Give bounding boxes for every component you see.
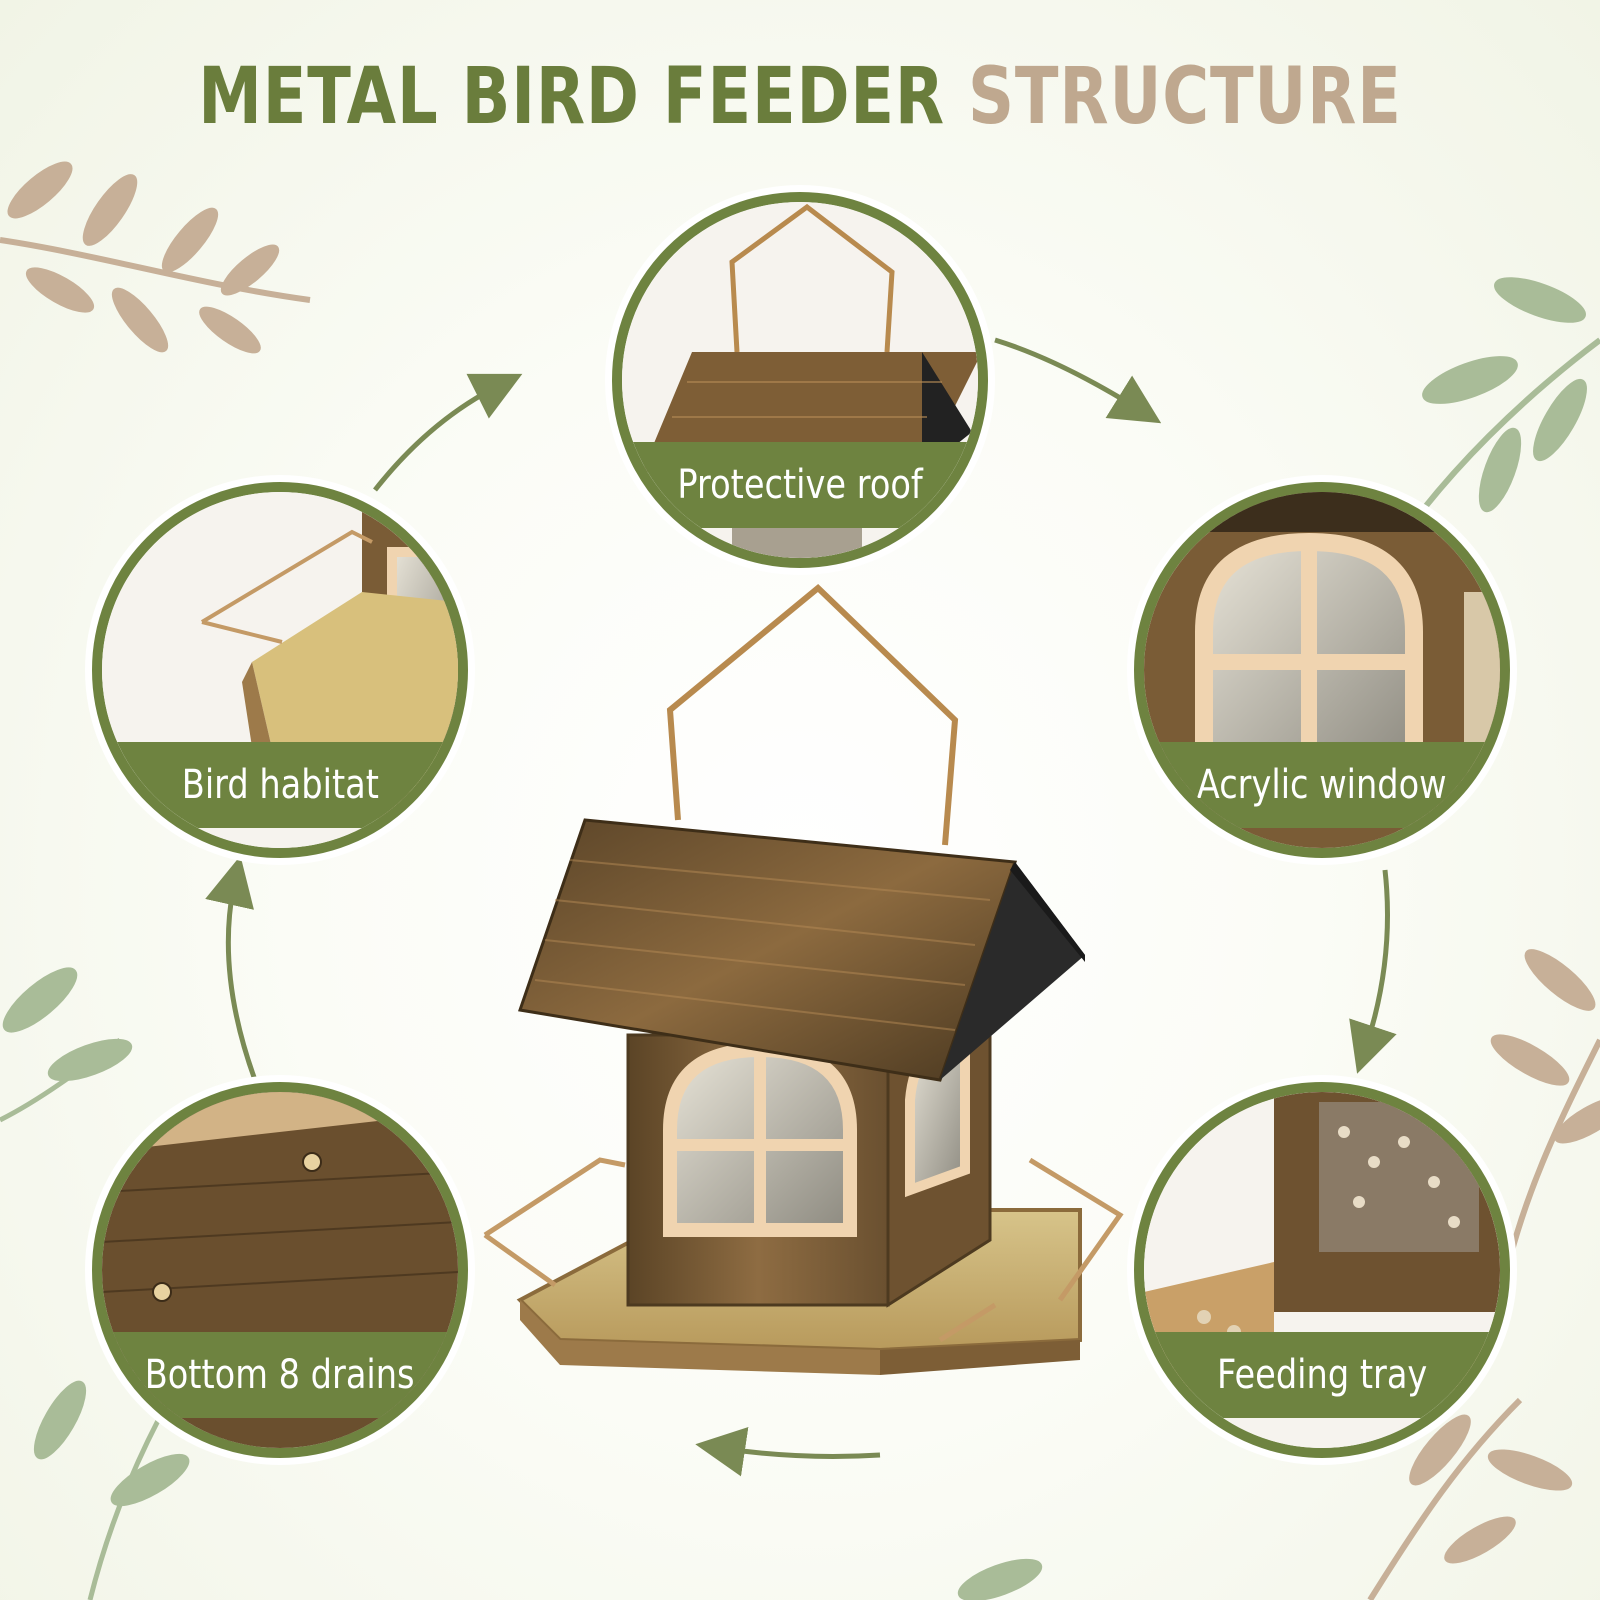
callout-label: Bottom 8 drains (145, 1352, 415, 1398)
callout-protective-roof: Protective roof (612, 192, 988, 568)
callout-label: Bird habitat (181, 762, 379, 808)
callout-bottom-drains: Bottom 8 drains (92, 1082, 468, 1458)
callout-label-band: Protective roof (622, 442, 978, 528)
callout-feeding-tray: Feeding tray (1134, 1082, 1510, 1458)
callout-label: Feeding tray (1216, 1352, 1428, 1398)
page-title: METAL BIRD FEEDER STRUCTURE (144, 58, 1456, 136)
callout-label: Acrylic window (1197, 762, 1447, 808)
callout-label-band: Acrylic window (1144, 742, 1500, 828)
callout-label-band: Bottom 8 drains (102, 1332, 458, 1418)
callout-bird-habitat: Bird habitat (92, 482, 468, 858)
flow-arrow-icon (205, 337, 1397, 1477)
callout-label-band: Feeding tray (1144, 1332, 1500, 1418)
callout-label: Protective roof (677, 462, 923, 508)
callout-label-band: Bird habitat (102, 742, 458, 828)
bird-feeder-illustration (483, 583, 1124, 1375)
title-part-2: STRUCTURE (968, 52, 1402, 142)
title-part-1: METAL BIRD FEEDER (198, 52, 945, 142)
leaf-branch-icon (0, 161, 311, 354)
callout-acrylic-window: Acrylic window (1134, 482, 1510, 858)
